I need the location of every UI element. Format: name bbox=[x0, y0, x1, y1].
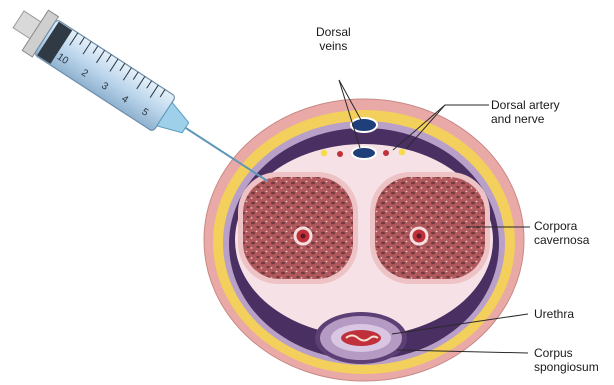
label-dorsal-veins-line1: Dorsal bbox=[316, 25, 351, 39]
label-corpora-line2: cavernosa bbox=[534, 233, 589, 247]
label-spongiosum-line2: spongiosum bbox=[534, 360, 599, 374]
corpus-spongiosum bbox=[315, 312, 407, 364]
dorsal-artery-right bbox=[383, 150, 389, 156]
corpus-cavernosum-right bbox=[370, 172, 490, 284]
label-dorsal-veins: Dorsal veins bbox=[316, 25, 351, 53]
label-dorsal-artery-line1: Dorsal artery bbox=[491, 98, 560, 112]
corpus-cavernosum-left bbox=[238, 172, 358, 284]
dorsal-nerve-right bbox=[399, 149, 406, 156]
label-corpora-line1: Corpora bbox=[534, 219, 589, 233]
cross-section bbox=[204, 99, 524, 381]
label-corpora-cavernosa: Corpora cavernosa bbox=[534, 219, 589, 247]
label-spongiosum-line1: Corpus bbox=[534, 346, 599, 360]
dorsal-nerve-left bbox=[321, 150, 328, 157]
label-dorsal-artery-nerve: Dorsal artery and nerve bbox=[491, 98, 560, 126]
label-dorsal-artery-line2: and nerve bbox=[491, 112, 560, 126]
dorsal-artery-left bbox=[337, 151, 343, 157]
label-urethra: Urethra bbox=[534, 307, 574, 321]
label-urethra-line1: Urethra bbox=[534, 307, 574, 321]
label-corpus-spongiosum: Corpus spongiosum bbox=[534, 346, 599, 374]
deep-dorsal-vein bbox=[352, 147, 376, 159]
label-dorsal-veins-line2: veins bbox=[316, 39, 351, 53]
